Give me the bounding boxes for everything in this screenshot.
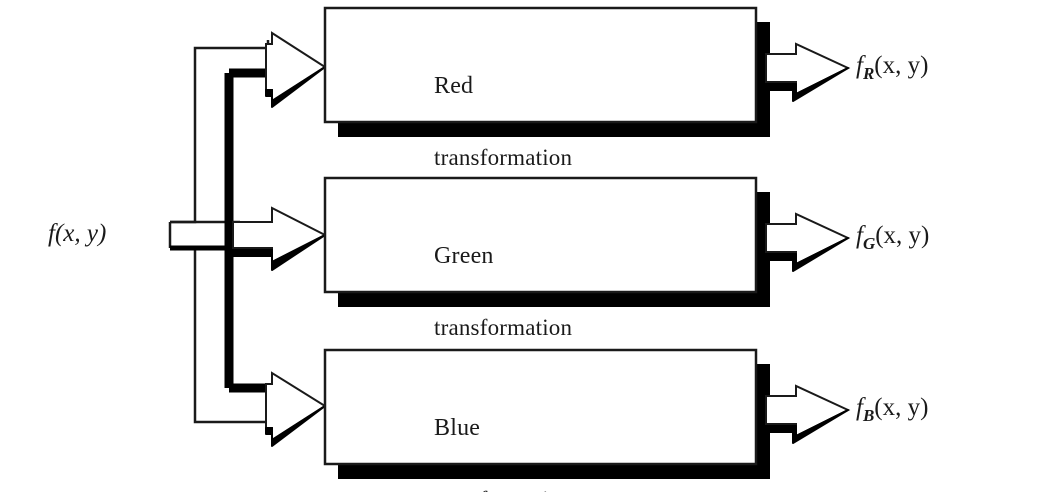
box-blue-transformation[interactable] [323,348,758,466]
shadow-blue-box-right [756,364,770,479]
shadow-green-box [338,292,770,307]
output-label-red-base: f [856,52,863,79]
arrow-input-blue-body [265,371,327,442]
arrow-output-blue-3d-edge [765,409,849,444]
box-label-blue-transform: transformation [434,485,572,492]
arrow-input-red [265,31,327,108]
box-shadows [338,22,770,479]
box-label-blue-color: Blue [434,414,481,441]
box-green-transformation[interactable] [323,176,758,294]
shadow-red-box [338,122,770,137]
shadow-red-box-right [756,22,770,137]
shadow-green-box-right [756,192,770,307]
transformation-boxes [323,6,758,466]
output-label-blue-base: f [856,394,863,421]
output-label-green-base: f [856,222,863,249]
arrow-input-green [232,206,328,271]
arrow-input-green-3d-edge [232,234,326,271]
arrow-output-green [765,212,851,272]
output-label-blue-subscript: B [862,406,875,425]
arrow-input-blue-3d-edge [265,405,326,447]
box-label-red-color: Red [434,72,474,99]
arrow-input-red-3d-edge [265,66,326,108]
box-label-blue: Blue transformation [434,372,572,492]
input-signal-text: f(x, y) [48,220,107,247]
arrow-output-red-3d-edge [765,67,849,102]
input-signal-label: f(x, y) [48,220,106,248]
output-label-red-args: (x, y) [874,52,929,79]
output-label-blue: fB(x, y) [856,394,928,426]
box-label-green-transform: transformation [434,314,573,340]
arrow-output-blue [765,384,851,444]
box-label-green-color: Green [434,242,494,269]
output-label-green-subscript: G [862,234,876,253]
output-label-red-subscript: R [862,64,875,83]
output-label-green-args: (x, y) [875,222,930,249]
box-red-transformation[interactable] [323,6,758,124]
arrow-output-red [765,42,851,102]
box-label-red: Red transformation [434,30,572,213]
output-label-blue-args: (x, y) [874,394,929,421]
output-label-red: fR(x, y) [856,52,928,84]
output-label-green: fG(x, y) [856,222,929,254]
input-bus-inner-rail [224,68,272,393]
arrow-input-blue [265,371,327,447]
arrow-input-red-body [265,31,327,103]
box-label-green: Green transformation [434,200,572,383]
arrow-output-green-3d-edge [765,237,849,272]
box-label-red-transform: transformation [434,144,573,170]
shadow-blue-box [338,464,770,479]
